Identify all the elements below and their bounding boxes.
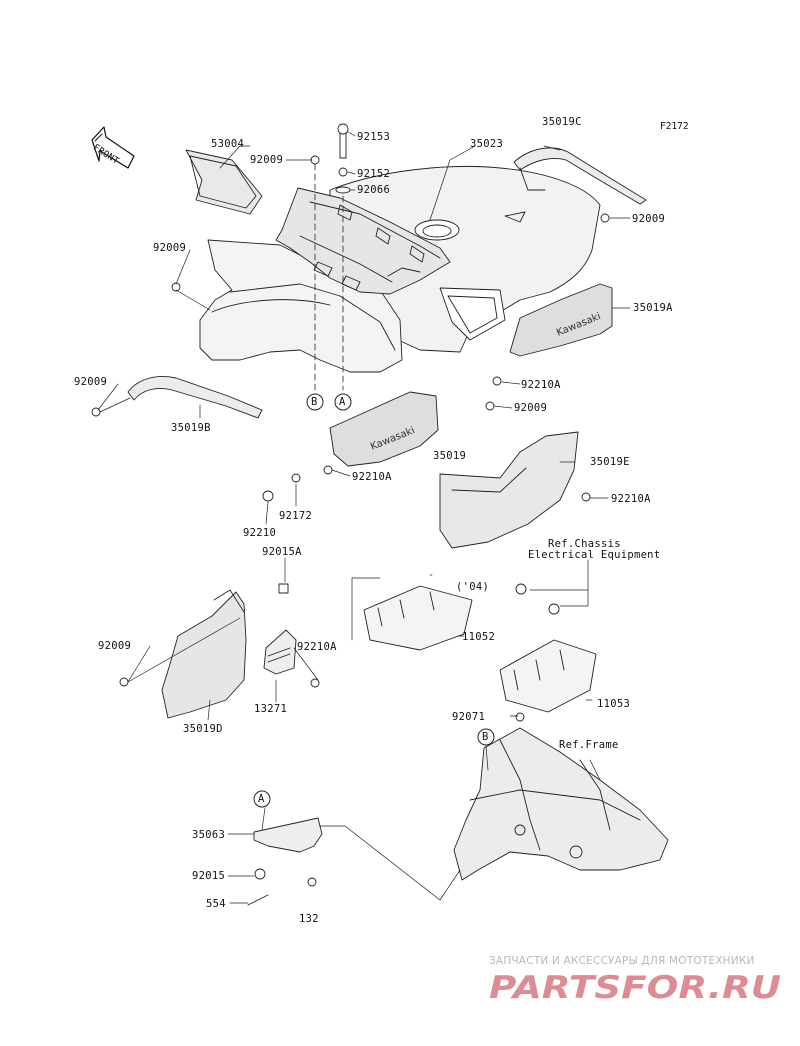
part-35019C-shape: [513, 147, 647, 205]
callout-circles: [253, 393, 495, 808]
label-92152: 92152: [357, 168, 391, 180]
part-35019A-shape: Kawasaki: [509, 283, 613, 357]
ref-chassis-line2: Electrical Equipment: [528, 549, 661, 561]
label-92009-d: 92009: [98, 640, 132, 652]
label-92210A-d: 92210A: [297, 641, 337, 653]
part-13271-shape: [263, 629, 297, 675]
label-92066: 92066: [357, 184, 391, 196]
figure-code: F2172: [660, 121, 689, 132]
label-35019: 35019: [433, 450, 467, 462]
ref-frame: Ref.Frame: [559, 739, 619, 751]
part-35063-shape: [253, 817, 323, 853]
front-arrow-icon: [91, 126, 135, 169]
label-92210A-mid: 92210A: [352, 471, 392, 483]
label-92210A-right: 92210A: [521, 379, 561, 391]
label-92009-top: 92009: [250, 154, 284, 166]
label-92009-left: 92009: [153, 242, 187, 254]
leader-lines: [97, 131, 631, 904]
label-92071: 92071: [452, 711, 486, 723]
part-53004-shape: [185, 149, 263, 215]
part-35019E-shape: [439, 431, 579, 549]
label-92009-bottom-left: 92009: [74, 376, 108, 388]
label-92015: 92015: [192, 870, 226, 882]
callout-a-top: A: [339, 396, 346, 408]
label-92015A: 92015A: [262, 546, 302, 558]
label-92210: 92210: [243, 527, 277, 539]
callout-a-bottom: A: [258, 793, 265, 805]
label-11052: 11052: [462, 631, 496, 643]
label-13271: 13271: [254, 703, 288, 715]
frame-shape: [453, 727, 669, 881]
center-rack-shape: [275, 187, 451, 295]
label-554: 554: [206, 898, 226, 910]
part-11053-shape: [499, 639, 597, 713]
label-132: 132: [299, 913, 319, 925]
watermark-tagline: ЗАПЧАСТИ И АКСЕССУАРЫ ДЛЯ МОТОТЕХНИКИ: [489, 955, 755, 967]
label-92153: 92153: [357, 131, 391, 143]
reference-lines: [319, 559, 589, 901]
dashed-lines: [314, 163, 344, 391]
part-35019D-shape: [161, 589, 247, 719]
label-35019E: 35019E: [590, 456, 630, 468]
label-53004: 53004: [211, 138, 245, 150]
label-92172: 92172: [279, 510, 313, 522]
label-35019B: 35019B: [171, 422, 211, 434]
label-35063: 35063: [192, 829, 226, 841]
ref-chassis-line1: Ref.Chassis: [548, 538, 621, 550]
callout-b-top: B: [311, 396, 318, 408]
part-35019B-shape: [127, 376, 263, 419]
callout-b-frame: B: [482, 731, 489, 743]
label-92009-mid: 92009: [514, 402, 548, 414]
watermark-logo-text: PARTSFOR.RU: [489, 970, 781, 1004]
label-35019D: 35019D: [183, 723, 223, 735]
label-92009-right: 92009: [632, 213, 666, 225]
label-35019A: 35019A: [633, 302, 673, 314]
part-11052-shape: [363, 585, 473, 651]
label-11053: 11053: [597, 698, 631, 710]
watermark-logo: PARTSFOR.RU: [489, 970, 781, 1004]
label-92210A-e: 92210A: [611, 493, 651, 505]
label-35019C: 35019C: [542, 116, 582, 128]
fastener-icons: [91, 123, 610, 906]
year-note: ('04): [456, 581, 490, 593]
side-panel-mid-shape: Kawasaki: [329, 391, 439, 467]
rear-fender-shape: [329, 165, 601, 353]
label-35023: 35023: [470, 138, 504, 150]
